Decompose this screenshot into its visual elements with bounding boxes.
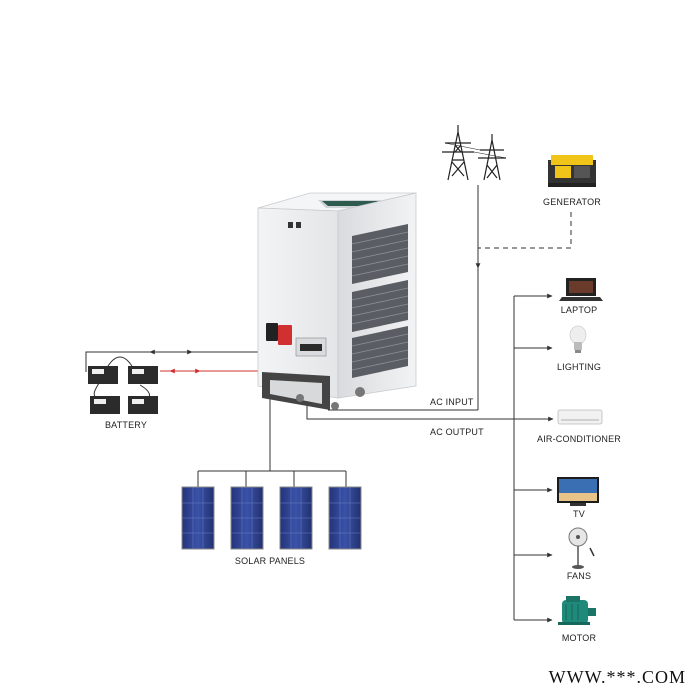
- solar-panels-label: SOLAR PANELS: [234, 556, 306, 566]
- motor-label: MOTOR: [561, 633, 597, 643]
- lighting-label: LIGHTING: [556, 362, 602, 372]
- battery-bank-icon: [88, 366, 158, 414]
- front-switch-right: [296, 222, 301, 228]
- transmission-tower-icon: [442, 125, 507, 181]
- tv-icon: [557, 477, 599, 506]
- inverter-cabinet: [257, 192, 417, 410]
- fans-label: FANS: [566, 571, 592, 581]
- light-bulb-icon: [569, 325, 587, 353]
- solar-panels-icon: [181, 486, 362, 550]
- ac-output-label: AC OUTPUT: [430, 427, 484, 437]
- tv-label: TV: [573, 509, 585, 519]
- laptop-icon: [559, 278, 603, 301]
- generator-icon: [548, 155, 596, 187]
- cabinet-vents: [352, 224, 408, 378]
- laptop-label: LAPTOP: [560, 305, 598, 315]
- watermark-text: WWW.***.COM: [548, 667, 686, 687]
- fan-icon: [568, 527, 595, 569]
- battery-breaker-black: [266, 323, 278, 341]
- front-switch-left: [288, 222, 293, 228]
- air-conditioner-label: AIR-CONDITIONER: [537, 434, 621, 444]
- motor-icon: [558, 596, 596, 625]
- air-conditioner-icon: [557, 409, 603, 425]
- generator-label: GENERATOR: [543, 197, 601, 207]
- generator-dashed-line: [478, 212, 572, 249]
- ac-input-label: AC INPUT: [430, 397, 474, 407]
- battery-breaker-red: [278, 325, 292, 345]
- battery-label: BATTERY: [104, 420, 148, 430]
